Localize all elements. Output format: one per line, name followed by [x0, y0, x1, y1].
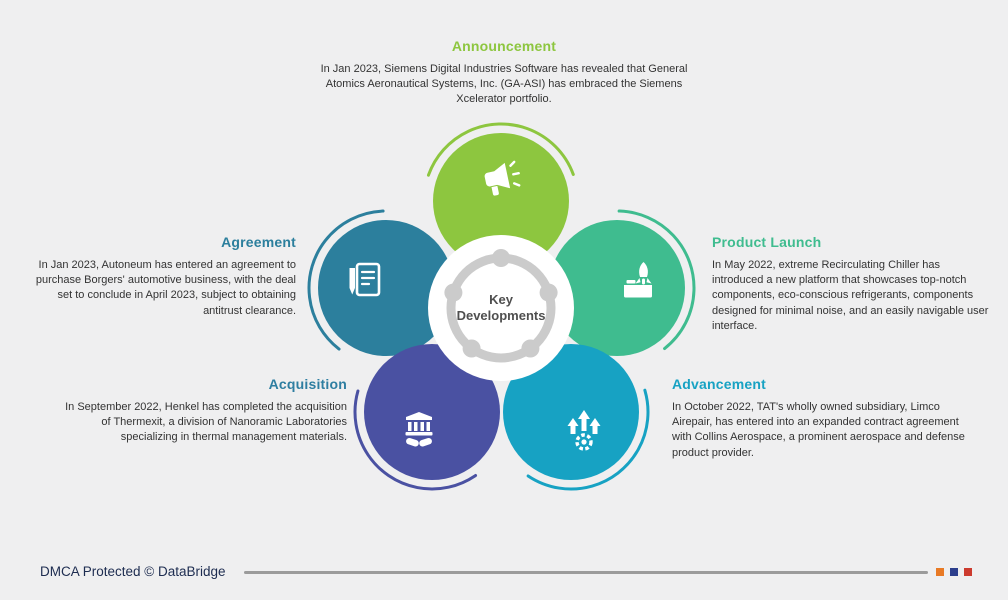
product-launch-title: Product Launch: [712, 234, 822, 250]
hub-ring: [444, 249, 558, 363]
product-launch-text-block: Product Launch In May 2022, extreme Reci…: [712, 234, 992, 334]
footer-accent-square: [964, 568, 972, 576]
advancement-circle: [503, 344, 639, 480]
footer-accent-square: [950, 568, 958, 576]
hub-node: [539, 283, 558, 302]
announcement-body: In Jan 2023, Siemens Digital Industries …: [320, 63, 688, 106]
hub-title: Key Developments: [456, 291, 546, 323]
handshake-building-icon: [405, 412, 433, 447]
footer-accent-square: [936, 568, 944, 576]
product-launch-body: In May 2022, extreme Recirculating Chill…: [712, 259, 989, 332]
hub-node: [521, 339, 540, 358]
hub-node: [444, 283, 463, 302]
advancement-text-block: Advancement In October 2022, TAT's wholl…: [672, 376, 972, 461]
advancement-title: Advancement: [672, 376, 767, 392]
contract-pen-icon: [349, 262, 381, 297]
agreement-body: In Jan 2023, Autoneum has entered an agr…: [35, 259, 296, 317]
growth-arrows-gear-icon: [567, 410, 601, 451]
hub-node: [462, 339, 481, 358]
agreement-text-block: Agreement In Jan 2023, Autoneum has ente…: [22, 234, 296, 319]
footer-divider: [244, 571, 928, 574]
acquisition-body: In September 2022, Henkel has completed …: [65, 401, 347, 444]
acquisition-text-block: Acquisition In September 2022, Henkel ha…: [63, 376, 347, 446]
product-launch-circle: [549, 220, 685, 356]
advancement-body: In October 2022, TAT's wholly owned subs…: [672, 401, 965, 459]
dmca-copyright: DMCA Protected © DataBridge: [40, 564, 226, 579]
hub-node: [492, 249, 510, 267]
agreement-title: Agreement: [221, 234, 296, 250]
announcement-title: Announcement: [451, 38, 557, 54]
rocket-launch-icon: [624, 262, 652, 298]
megaphone-icon: [484, 160, 521, 196]
announcement-text-block: Announcement In Jan 2023, Siemens Digita…: [314, 38, 694, 108]
acquisition-title: Acquisition: [268, 376, 347, 392]
key-developments-hub: Key Developments: [428, 235, 574, 381]
